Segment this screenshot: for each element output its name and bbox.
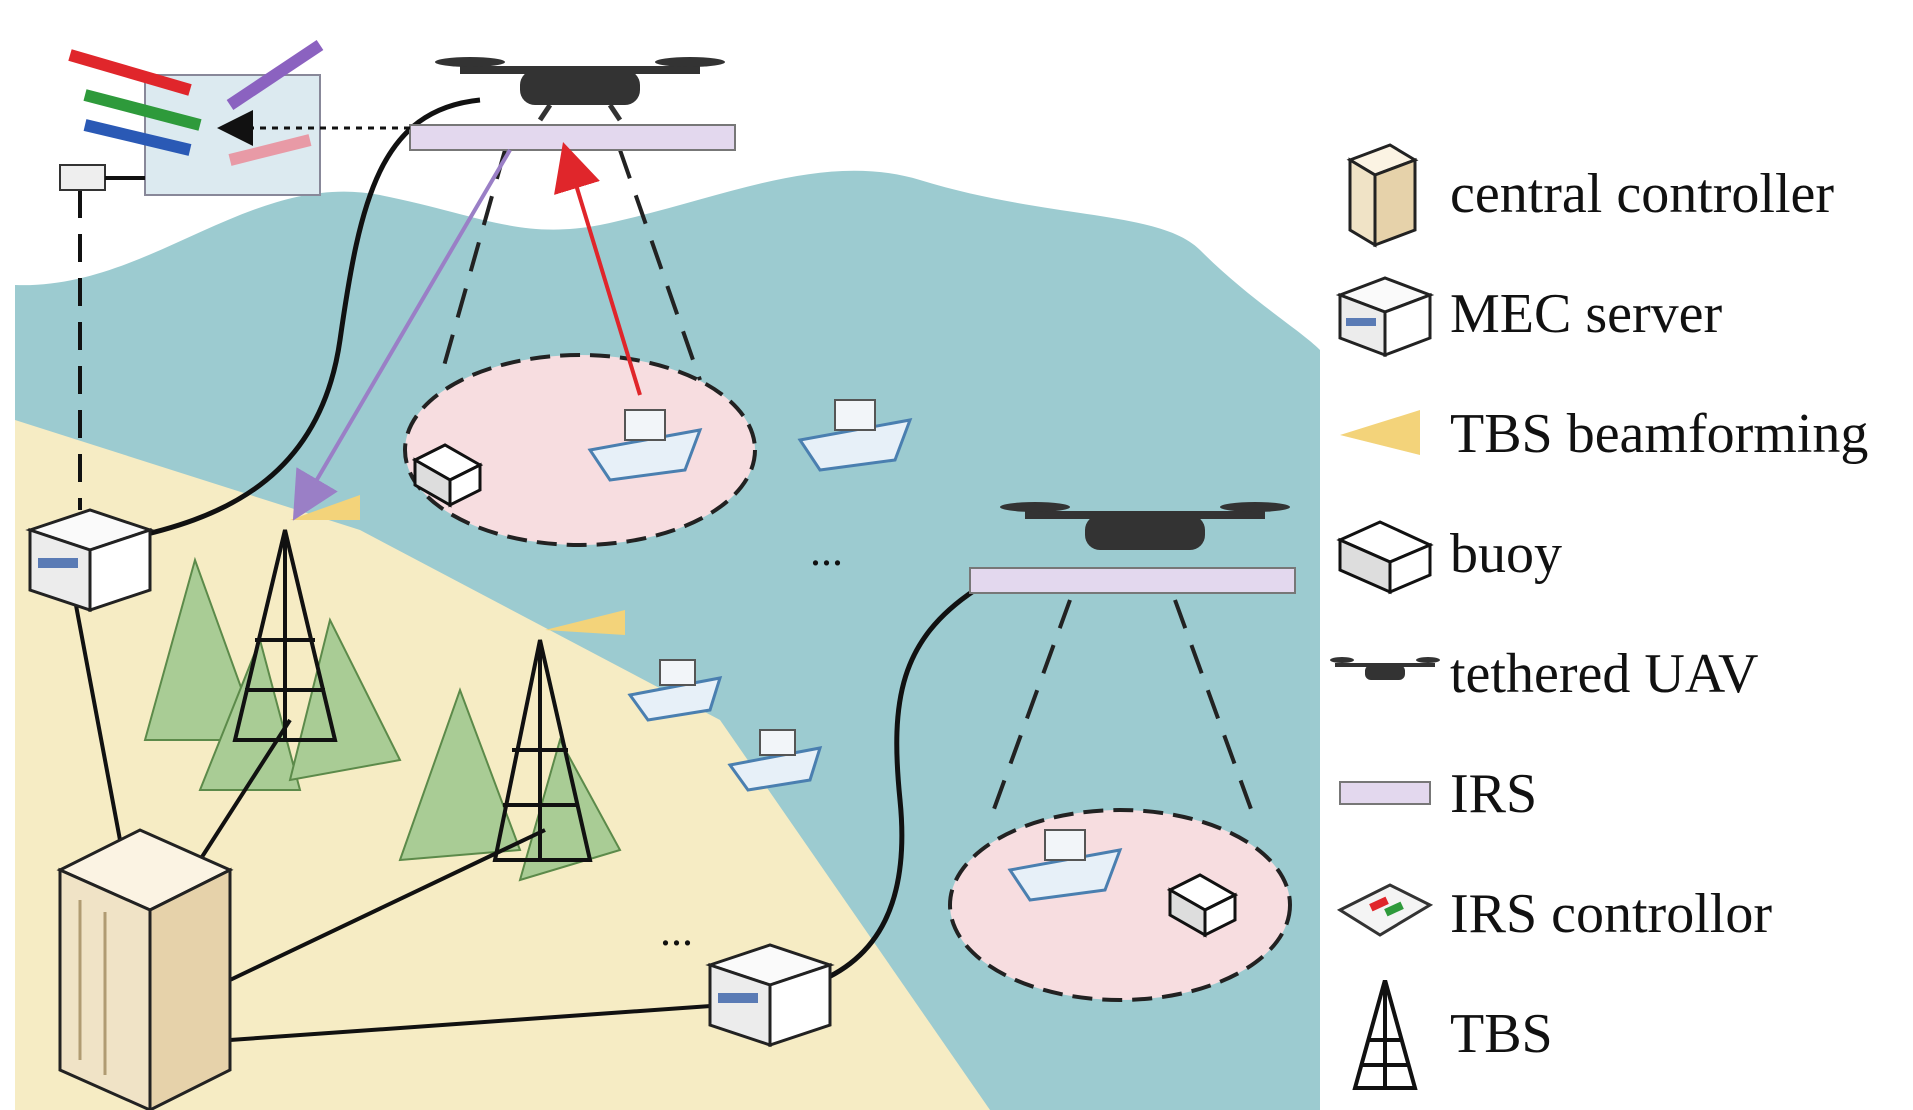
tethered-uav — [435, 57, 725, 122]
mountain — [198, 636, 302, 791]
irs-panel — [969, 567, 1296, 594]
irs-controller-icon — [1336, 883, 1434, 937]
mountain — [398, 687, 522, 862]
ship — [587, 409, 703, 482]
irs-beam-lines — [438, 149, 1257, 821]
buoy — [1166, 873, 1239, 938]
tbs-beam — [545, 610, 625, 635]
irs-panel — [409, 124, 736, 151]
buoy — [411, 443, 484, 508]
legend-item-tbs-beamforming: TBS beamforming — [1330, 380, 1910, 490]
mountains — [143, 556, 622, 882]
drone-icon — [1330, 657, 1440, 680]
legend-label: central controller — [1450, 163, 1835, 225]
ship — [727, 729, 823, 792]
legend-label: TBS — [1450, 1003, 1553, 1065]
ship — [627, 659, 723, 722]
coverage-area — [948, 808, 1292, 1002]
irs-controller — [59, 40, 410, 196]
buoy-icon — [1336, 520, 1434, 595]
beam-icon — [1340, 410, 1420, 455]
central-controller — [56, 828, 234, 1110]
irs-panel-icon — [1339, 781, 1431, 805]
mountain — [143, 556, 262, 741]
legend-label: MEC server — [1450, 283, 1723, 345]
server-rack-icon — [1346, 143, 1419, 248]
mec-server — [25, 508, 155, 613]
tbs-tower — [232, 529, 338, 742]
legend-item-tbs: TBS — [1330, 980, 1910, 1090]
tower-icon — [1352, 980, 1418, 1090]
legend-item-tethered-uav: tethered UAV — [1330, 620, 1910, 730]
tether-cable — [809, 587, 977, 988]
legend-item-mec-server: MEC server — [1330, 260, 1910, 370]
legend-item-central-controller: central controller — [1330, 140, 1910, 250]
legend-item-buoy: buoy — [1330, 500, 1910, 610]
uplink-arrow — [554, 142, 642, 396]
ship — [797, 399, 913, 472]
legend-label: IRS — [1450, 763, 1538, 825]
legend-label: IRS controllor — [1450, 883, 1772, 945]
tether-cable — [119, 97, 481, 543]
downlink-arrow — [292, 148, 512, 521]
legend-item-irs: IRS — [1330, 740, 1910, 850]
mec-server-icon — [1335, 276, 1435, 358]
coverage-area — [403, 353, 757, 547]
backhaul-links — [73, 599, 726, 1042]
legend-label: buoy — [1450, 523, 1562, 585]
ellipsis-label: ... — [660, 906, 693, 955]
legend-label: TBS beamforming — [1450, 403, 1869, 465]
tbs-tower — [492, 639, 593, 862]
tethered-uav — [1000, 502, 1290, 550]
mec-server — [705, 943, 835, 1048]
legend-label: tethered UAV — [1450, 643, 1759, 705]
legend-item-irs-controller: IRS controllor — [1330, 860, 1910, 970]
ship — [1007, 829, 1123, 902]
ellipsis-label: ... — [810, 526, 843, 575]
beach-region — [15, 420, 990, 1110]
